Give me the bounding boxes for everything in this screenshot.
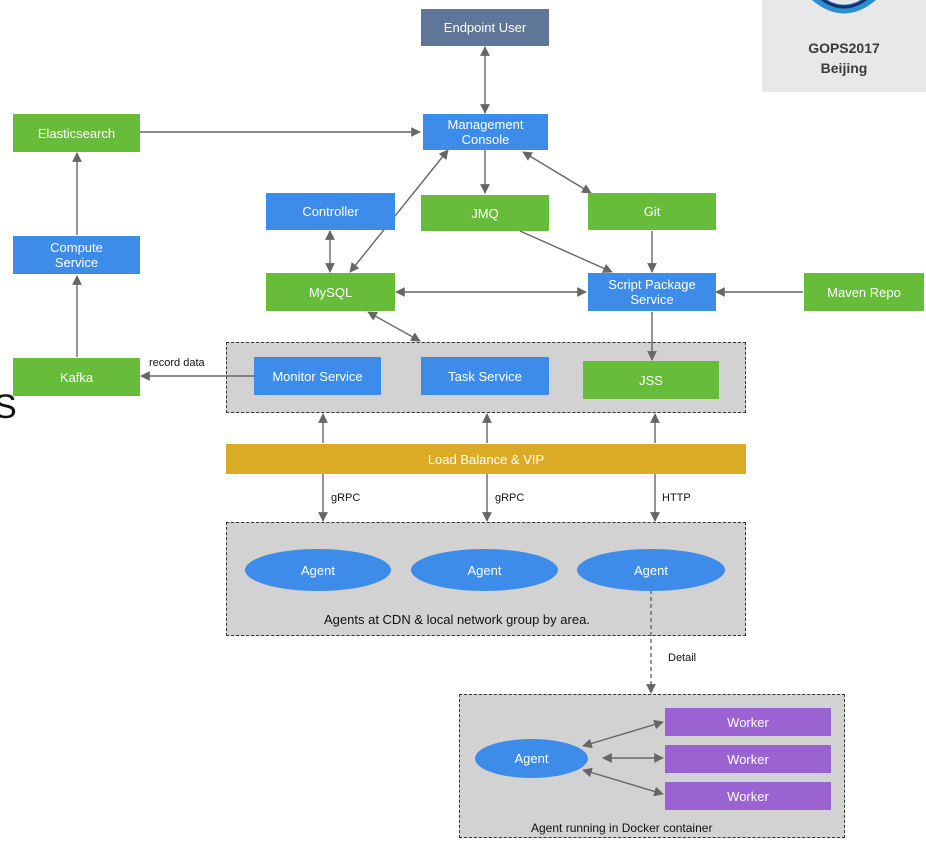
node-jmq: JMQ: [421, 195, 549, 231]
logo-ring-icon: [812, 0, 876, 14]
node-task-service: Task Service: [421, 357, 549, 395]
node-maven-repo: Maven Repo: [804, 273, 924, 311]
label-grpc-1: gRPC: [331, 492, 361, 504]
node-agent-3: Agent: [577, 549, 725, 591]
label-record-data: record data: [149, 357, 205, 369]
node-controller: Controller: [266, 193, 395, 230]
node-git: Git: [588, 193, 716, 230]
node-worker-1: Worker: [665, 708, 831, 736]
label-detail: Detail: [668, 652, 697, 664]
logo-line-2: Beijing: [820, 60, 868, 76]
node-agent-2: Agent: [411, 549, 558, 591]
gops-logo: GOPS2017 Beijing: [762, 0, 926, 92]
node-script-package-service: Script Package Service: [588, 273, 716, 311]
node-worker-2: Worker: [665, 745, 831, 773]
agents-group-caption: Agents at CDN & local network group by a…: [324, 612, 590, 627]
arrow-jmq-sps: [519, 230, 613, 273]
label-grpc-2: gRPC: [495, 492, 525, 504]
label-http: HTTP: [662, 492, 691, 504]
node-agent-detail: Agent: [475, 739, 588, 778]
logo-line-1: GOPS2017: [808, 40, 880, 56]
node-monitor-service: Monitor Service: [254, 357, 381, 395]
node-worker-3: Worker: [665, 782, 831, 810]
arrow-mysql-services: [367, 311, 421, 342]
node-management-console: Management Console: [423, 114, 548, 150]
node-compute-service: Compute Service: [13, 236, 140, 274]
node-elasticsearch: Elasticsearch: [13, 114, 140, 152]
arrow-console-git: [522, 151, 592, 194]
node-jss: JSS: [583, 361, 719, 399]
node-mysql: MySQL: [266, 273, 395, 311]
node-endpoint-user: Endpoint User: [421, 9, 549, 46]
docker-group-caption: Agent running in Docker container: [531, 821, 713, 835]
node-load-balance: Load Balance & VIP: [226, 444, 746, 474]
node-agent-1: Agent: [245, 549, 391, 591]
cropped-glyph: S: [0, 388, 17, 426]
node-kafka: Kafka: [13, 358, 140, 396]
